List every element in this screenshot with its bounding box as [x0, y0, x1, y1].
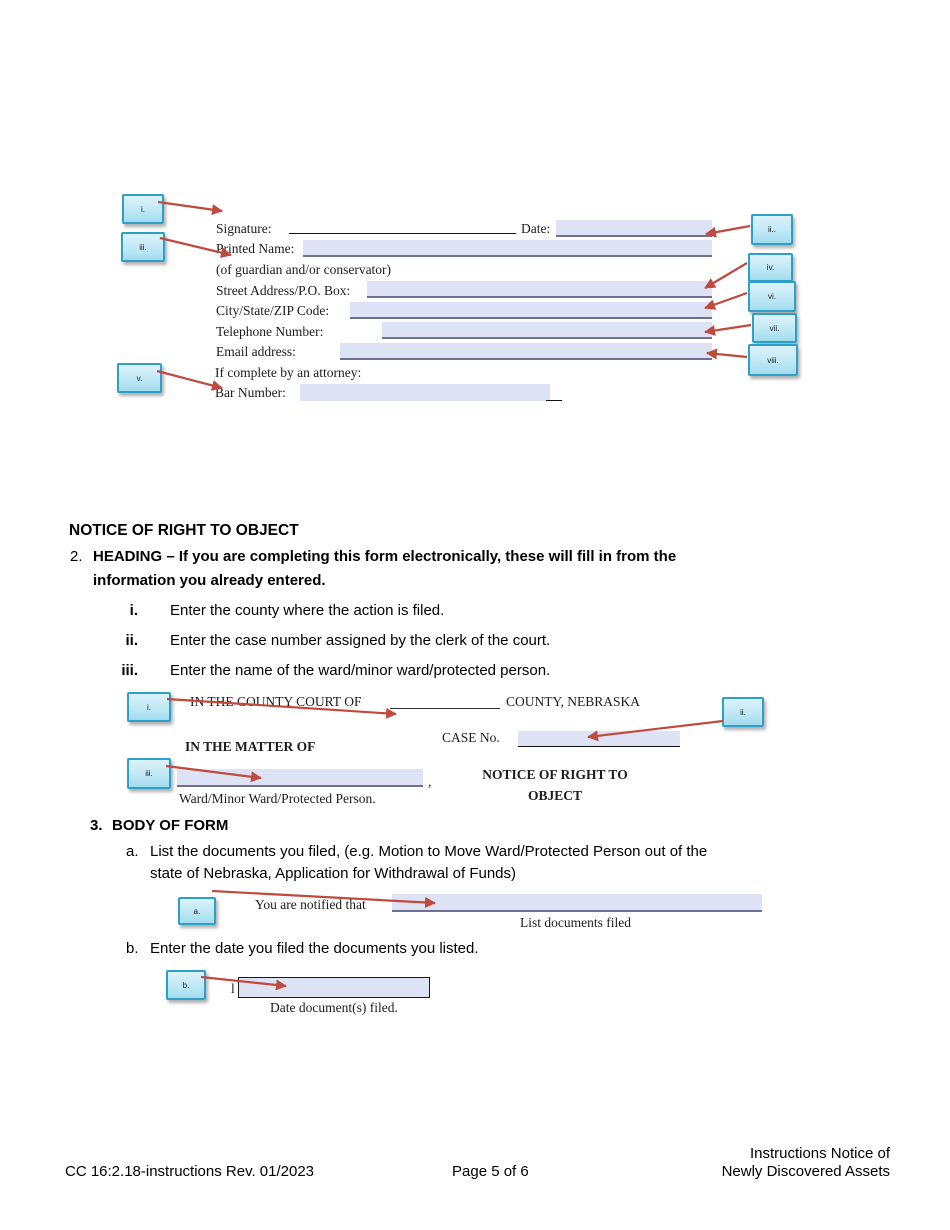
item3-number: 3. — [90, 817, 103, 834]
item3a-text-line1: List the documents you filed, (e.g. Moti… — [150, 843, 708, 860]
item2-sub-i-text: Enter the county where the action is fil… — [170, 602, 445, 619]
list-documents-caption: List documents filed — [520, 915, 631, 930]
county-blank — [390, 695, 500, 709]
date-filed-caption: Date document(s) filed. — [270, 1000, 398, 1015]
arrow-viii — [706, 348, 748, 360]
street-address-label: Street Address/P.O. Box: — [216, 283, 351, 298]
court-line-prefix: IN THE COUNTY COURT OF — [190, 694, 362, 709]
callout-i-label: i. — [141, 204, 145, 214]
callout-heading-iii: iii. — [127, 758, 171, 789]
callout-heading-ii: ii. — [722, 697, 764, 727]
callout-vi-label: vi. — [768, 292, 776, 301]
date-field — [556, 220, 712, 237]
item3-heading: BODY OF FORM — [112, 817, 229, 834]
callout-ii: ii.. — [751, 214, 793, 245]
callout-vii-label: vii. — [769, 323, 780, 333]
callout-iii: iii. — [121, 232, 165, 262]
email-field — [340, 343, 712, 360]
callout-viii: viii. — [748, 344, 798, 376]
footer-right-line1: Instructions Notice of — [749, 1145, 890, 1162]
item3b-text: Enter the date you filed the documents y… — [150, 940, 479, 957]
callout-iii-label: iii. — [139, 242, 147, 252]
court-line-suffix: COUNTY, NEBRASKA — [506, 694, 641, 709]
list-documents-field — [392, 894, 762, 912]
callout-body-b: b. — [166, 970, 206, 1000]
callout-heading-i-label: i. — [147, 702, 151, 712]
item2-sub-iii-text: Enter the name of the ward/minor ward/pr… — [170, 662, 551, 679]
city-state-zip-label: City/State/ZIP Code: — [216, 303, 330, 318]
callout-iv: iv. — [748, 253, 793, 282]
date-filed-field — [238, 977, 430, 998]
case-no-field — [518, 731, 680, 747]
item2-sub-ii-label: ii. — [125, 632, 138, 649]
item2-heading-line1: HEADING – If you are completing this for… — [93, 548, 677, 565]
notice-title-line1: NOTICE OF RIGHT TO — [482, 767, 628, 782]
callout-vii: vii. — [752, 313, 797, 343]
item2-number: 2. — [70, 548, 83, 565]
city-state-zip-field — [350, 302, 712, 319]
footer-left: CC 16:2.18-instructions Rev. 01/2023 — [65, 1163, 315, 1180]
printed-name-field — [303, 240, 712, 257]
date-fragment: l — [231, 981, 235, 996]
arrow-ii — [705, 224, 751, 238]
callout-heading-ii-label: ii. — [740, 707, 746, 717]
callout-heading-iii-label: iii. — [145, 769, 153, 778]
callout-vi: vi. — [748, 281, 796, 312]
signature-label: Signature: — [216, 221, 272, 236]
bar-number-label: Bar Number: — [215, 385, 286, 400]
telephone-field — [382, 322, 712, 339]
printed-name-label: Printed Name: — [216, 241, 295, 256]
date-label: Date: — [521, 221, 551, 236]
callout-body-b-label: b. — [182, 980, 190, 990]
email-label: Email address: — [216, 344, 296, 359]
section-title: NOTICE OF RIGHT TO OBJECT — [69, 522, 299, 539]
item2-sub-iii-label: iii. — [121, 662, 138, 679]
callout-heading-i: i. — [127, 692, 171, 722]
matter-label: IN THE MATTER OF — [185, 739, 316, 754]
item2-heading-line2: information you already entered. — [93, 572, 326, 589]
bar-number-field — [300, 384, 550, 401]
notified-text: You are notified that — [255, 897, 366, 912]
callout-iv-label: iv. — [766, 263, 775, 272]
footer-center-page-number: Page 5 of 6 — [452, 1163, 529, 1180]
ward-comma: , — [428, 774, 432, 789]
ward-caption: Ward/Minor Ward/Protected Person. — [179, 791, 376, 806]
case-no-label: CASE No. — [442, 730, 500, 745]
attorney-note: If complete by an attorney: — [215, 365, 362, 380]
street-address-field — [367, 281, 712, 298]
signature-blank-line — [289, 219, 516, 234]
callout-viii-label: viii. — [767, 355, 779, 365]
bar-number-underscore — [546, 386, 562, 401]
callout-body-a: a. — [178, 897, 216, 925]
footer-right-line2: Newly Discovered Assets — [721, 1163, 890, 1180]
telephone-label: Telephone Number: — [216, 324, 324, 339]
notice-title-line2: OBJECT — [527, 788, 582, 803]
callout-v-label: v. — [136, 373, 143, 383]
item3b-label: b. — [126, 940, 139, 957]
ward-name-field — [177, 769, 423, 787]
callout-i: i. — [122, 194, 164, 224]
item2-sub-i-label: i. — [129, 602, 138, 619]
arrow-v — [156, 369, 223, 391]
item2-sub-ii-text: Enter the case number assigned by the cl… — [170, 632, 551, 649]
item3a-label: a. — [126, 843, 139, 860]
callout-ii-label: ii.. — [768, 225, 776, 234]
arrow-i — [157, 200, 223, 216]
guardian-note: (of guardian and/or conservator) — [216, 262, 392, 277]
item3a-text-line2: state of Nebraska, Application for Withd… — [150, 865, 517, 882]
callout-v: v. — [117, 363, 162, 393]
callout-body-a-label: a. — [193, 906, 201, 916]
